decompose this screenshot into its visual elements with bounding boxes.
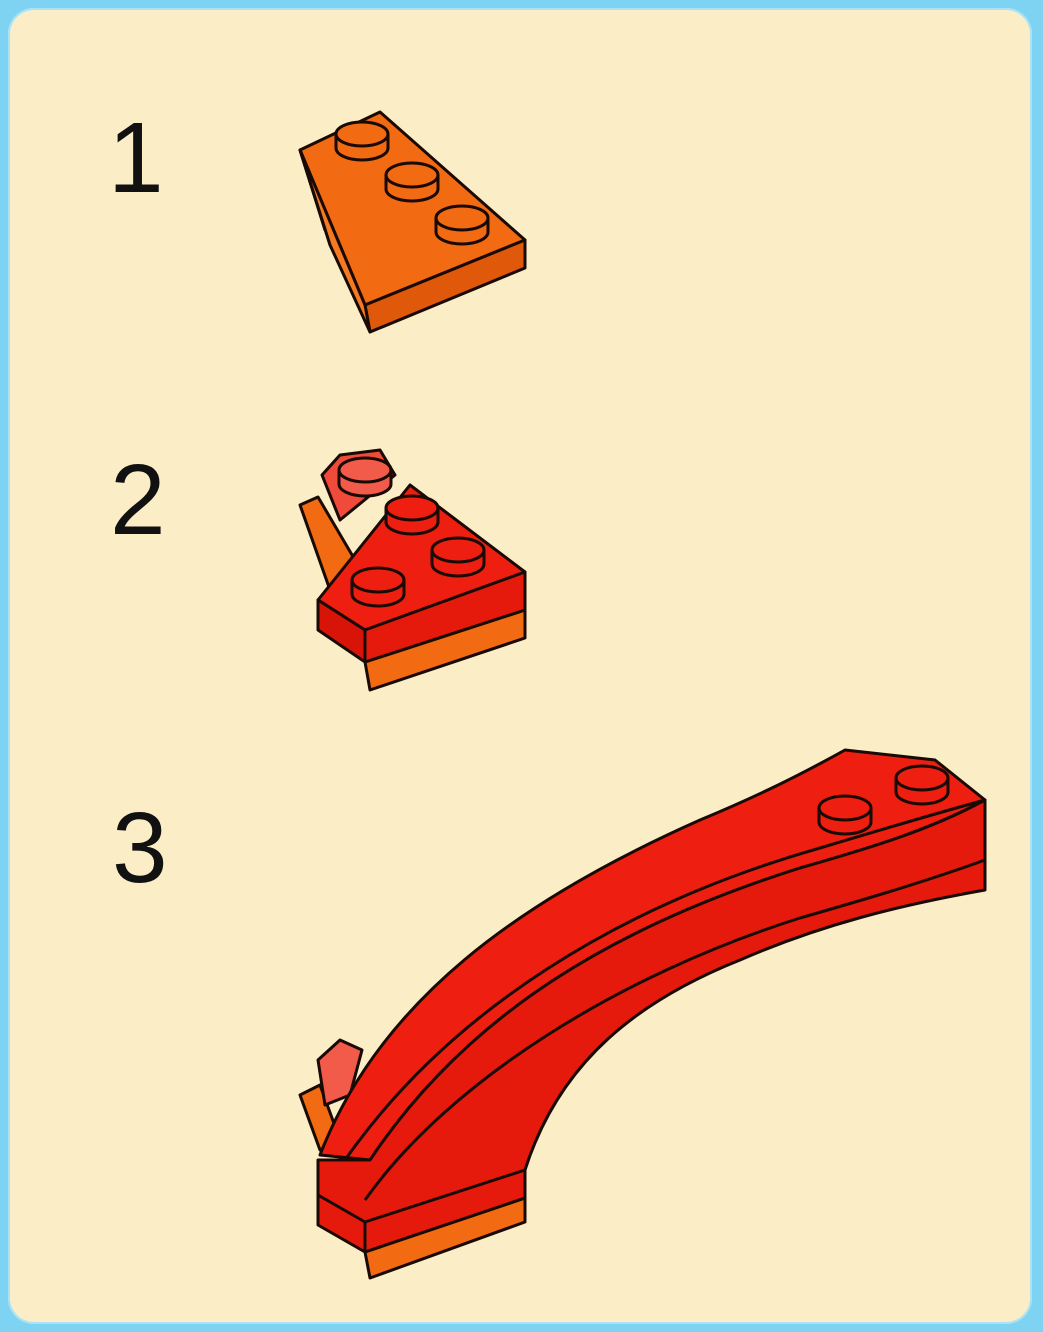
assembly-illustration [8,8,1032,1324]
instruction-panel: 1 2 3 [8,8,1032,1324]
step-3-red-curved-arch [300,750,985,1278]
step-2-red-plate-on-wedge [300,450,525,690]
step-1-orange-wedge-plate [300,112,525,332]
